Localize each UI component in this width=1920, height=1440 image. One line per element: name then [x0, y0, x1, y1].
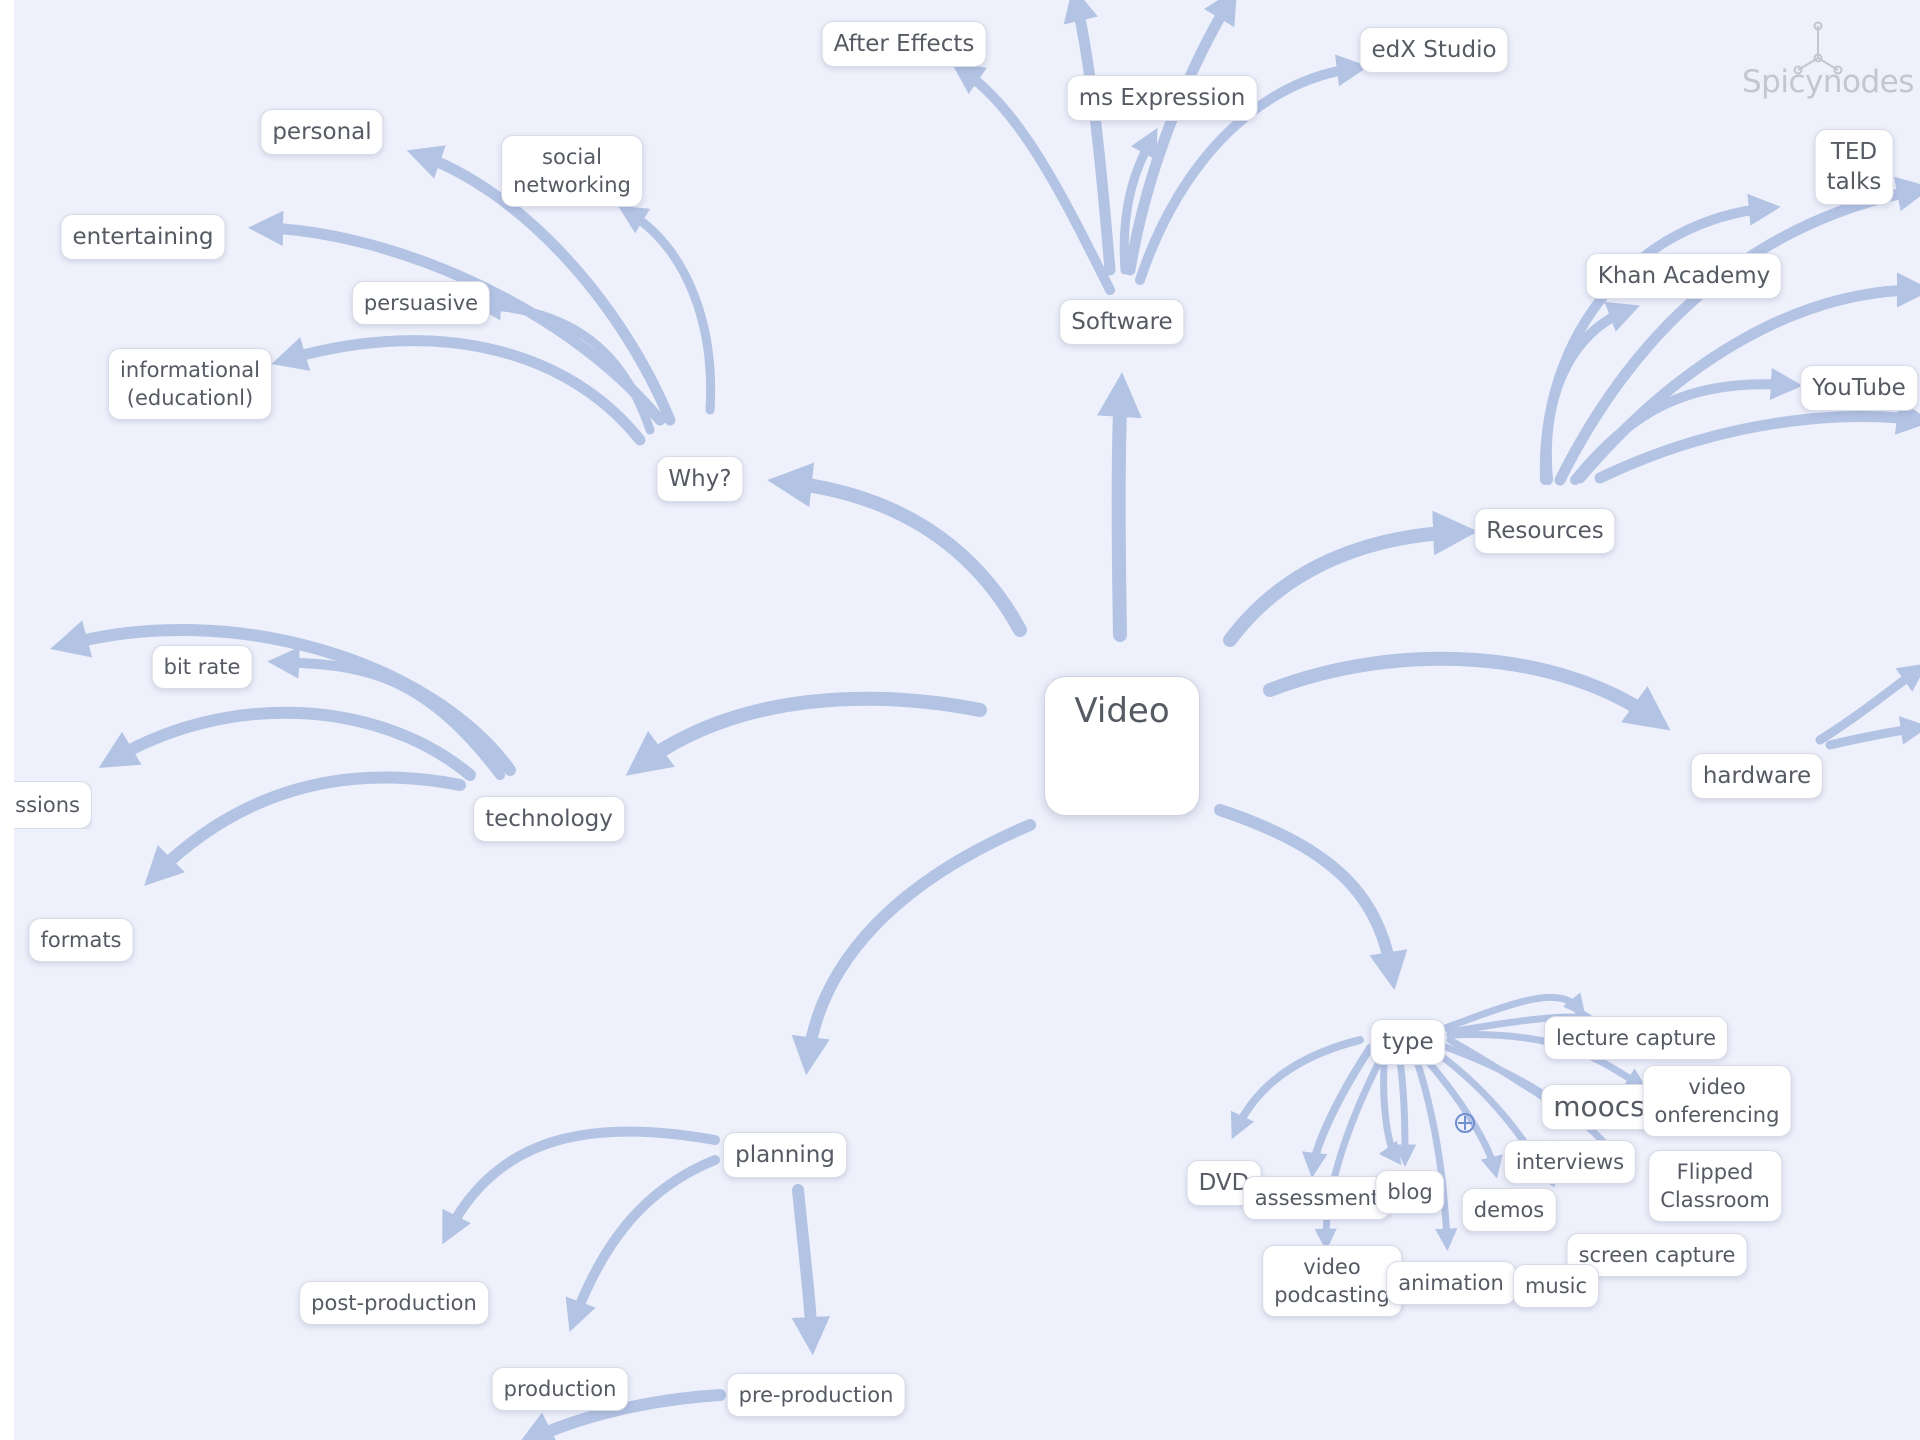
node-video-conferencing[interactable]: video onferencing	[1642, 1065, 1792, 1137]
branch-connector	[1594, 399, 1920, 484]
branch-connector	[1378, 1046, 1402, 1166]
node-informational[interactable]: informational (educationl)	[108, 348, 272, 420]
node-blog[interactable]: blog	[1375, 1170, 1445, 1214]
node-type[interactable]: type	[1370, 1019, 1446, 1065]
branch-connector	[565, 1155, 720, 1332]
root-node-video[interactable]: Video	[1044, 676, 1200, 816]
branch-connector	[271, 335, 646, 446]
node-planning[interactable]: planning	[723, 1132, 847, 1178]
branch-connector	[1135, 54, 1369, 285]
node-persuasive[interactable]: persuasive	[351, 281, 491, 325]
expand-node-icon[interactable]	[1454, 1112, 1476, 1134]
node-video-podcasting[interactable]: video podcasting	[1262, 1245, 1402, 1317]
node-edx-studio[interactable]: edX Studio	[1359, 27, 1509, 73]
branch-connector	[1301, 1044, 1374, 1179]
spicynodes-logo-icon	[1793, 21, 1843, 75]
branch-connector	[951, 62, 1115, 295]
node-flipped-classroom[interactable]: Flipped Classroom	[1648, 1150, 1782, 1222]
branch-connector	[406, 145, 676, 426]
branch-connector	[1436, 992, 1586, 1034]
node-formats[interactable]: formats	[28, 918, 134, 962]
branch-connector	[618, 205, 716, 415]
left-edge-strip	[0, 0, 14, 1440]
node-bit-rate[interactable]: bit rate	[151, 645, 253, 689]
node-social-networking[interactable]: social networking	[501, 135, 643, 207]
branch-connector	[767, 462, 1027, 637]
node-interviews[interactable]: interviews	[1503, 1140, 1637, 1184]
node-personal[interactable]: personal	[260, 109, 384, 155]
branch-connector	[791, 819, 1036, 1076]
node-demos[interactable]: demos	[1461, 1188, 1557, 1232]
node-ted-talks[interactable]: TED talks	[1814, 129, 1894, 205]
node-ms-expression[interactable]: ms Expression	[1066, 75, 1258, 121]
node-why[interactable]: Why?	[656, 456, 744, 502]
branch-connector	[1119, 127, 1158, 275]
branch-connector	[472, 291, 655, 435]
node-youtube[interactable]: YouTube	[1800, 365, 1918, 411]
node-technology[interactable]: technology	[473, 796, 625, 842]
branch-connector	[1314, 1056, 1384, 1251]
branch-connector	[1230, 1036, 1364, 1140]
branch-connector	[1214, 804, 1408, 991]
branch-connector	[1421, 1054, 1503, 1179]
node-lecture-capture[interactable]: lecture capture	[1544, 1016, 1728, 1060]
node-pre-production[interactable]: pre-production	[726, 1373, 906, 1417]
branch-connector	[516, 1389, 726, 1440]
node-entertaining[interactable]: entertaining	[60, 214, 226, 260]
node-software[interactable]: Software	[1059, 299, 1185, 345]
spicynodes-logo-text: Spicynodes	[1742, 64, 1914, 100]
node-after-effects[interactable]: After Effects	[821, 21, 987, 67]
branch-connector	[442, 1126, 720, 1245]
branch-connector	[791, 1184, 831, 1356]
node-moocs[interactable]: moocs	[1541, 1084, 1657, 1130]
branch-connector	[1411, 1051, 1458, 1251]
branch-connector	[144, 771, 466, 886]
node-music[interactable]: music	[1512, 1264, 1600, 1308]
branch-connector	[247, 210, 666, 426]
node-khan-academy[interactable]: Khan Academy	[1585, 253, 1783, 299]
branch-connector	[1815, 663, 1920, 745]
branch-connector	[1541, 301, 1640, 485]
branch-connector	[1223, 510, 1478, 647]
node-assessment[interactable]: assessment	[1242, 1176, 1392, 1220]
node-animation[interactable]: animation	[1386, 1261, 1516, 1305]
branch-connector	[1825, 716, 1920, 750]
branch-connector	[50, 620, 516, 776]
branch-connector	[1263, 651, 1671, 731]
branch-connector	[267, 646, 505, 780]
node-hardware[interactable]: hardware	[1690, 753, 1824, 799]
branch-connector	[1393, 1056, 1417, 1167]
node-post-production[interactable]: post-production	[299, 1281, 489, 1325]
node-resources[interactable]: Resources	[1474, 508, 1616, 554]
branch-connector	[1097, 372, 1142, 642]
branch-connector	[625, 691, 987, 776]
branch-connector	[1574, 272, 1920, 484]
node-production[interactable]: production	[491, 1367, 629, 1411]
branch-connectors	[50, 0, 1920, 1440]
branch-connector	[1124, 0, 1238, 276]
branch-connector	[98, 706, 476, 781]
